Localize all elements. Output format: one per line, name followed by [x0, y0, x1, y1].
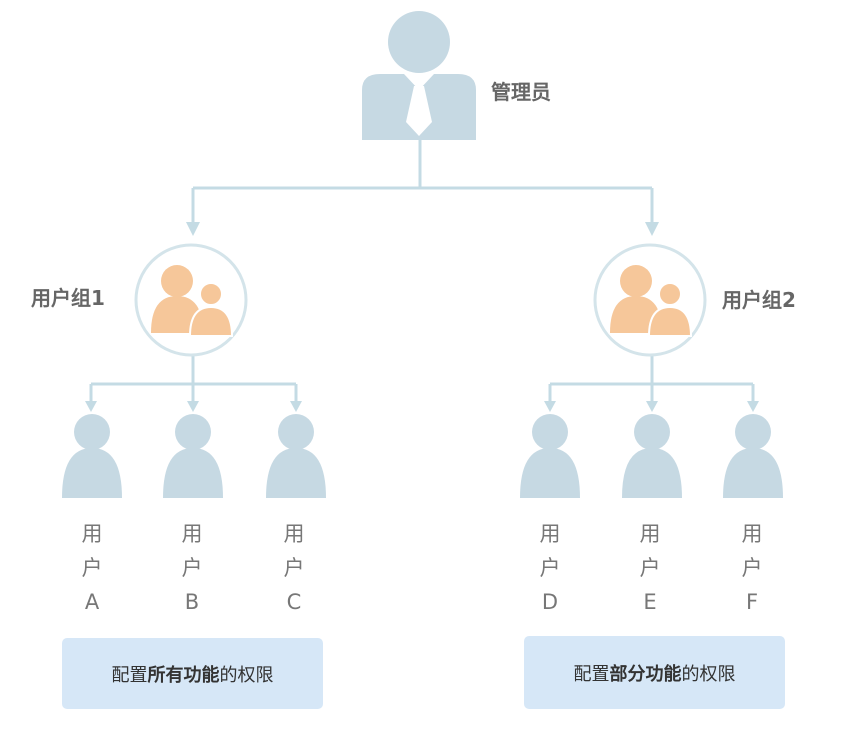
group2-permission-box: 配置部分功能的权限: [524, 636, 785, 709]
user-label-f: 用 户 F: [741, 522, 763, 614]
user-icon: [62, 414, 122, 498]
user-label-a: 用 户 A: [81, 522, 103, 614]
user-label-c: 用 户 C: [283, 522, 305, 614]
user-icon: [266, 414, 326, 498]
user-label-e: 用 户 E: [639, 522, 661, 614]
user-group-icon: [134, 243, 248, 357]
user-icon: [723, 414, 783, 498]
user-label-d: 用 户 D: [539, 522, 561, 614]
group2-label: 用户组2: [722, 288, 796, 312]
group1-permission-box: 配置所有功能的权限: [62, 638, 323, 709]
user-group-icon: [593, 243, 707, 357]
permission-emphasis: 部分功能: [609, 663, 682, 685]
admin-connector: [191, 140, 654, 228]
user-icon: [622, 414, 682, 498]
permission-emphasis: 所有功能: [147, 664, 220, 686]
admin-label: 管理员: [491, 80, 551, 104]
user-icon: [520, 414, 580, 498]
group1-connector-arrows: [85, 401, 302, 412]
group2-connector: [548, 355, 755, 404]
user-icon: [163, 414, 223, 498]
admin-icon: [362, 11, 476, 140]
user-label-b: 用 户 B: [181, 522, 203, 614]
group1-label: 用户组1: [31, 286, 105, 310]
group1-connector: [89, 355, 298, 404]
admin-connector-arrows: [186, 222, 659, 236]
group2-connector-arrows: [544, 401, 759, 412]
